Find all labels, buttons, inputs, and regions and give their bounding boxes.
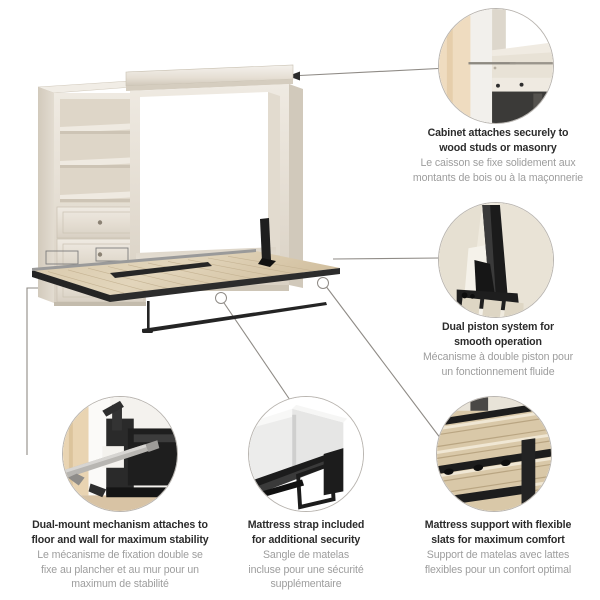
cabinet-inner-right-wall [268, 92, 280, 255]
caption-dual-piston-fr-1: Mécanisme à double piston pour [422, 351, 574, 363]
caption-wall-mount-fr-2: montants de bois ou à la maçonnerie [412, 171, 584, 184]
bed-front-rail [32, 270, 110, 302]
cabinet-right-side [289, 84, 303, 288]
murphy-bed-cabinet [125, 64, 303, 293]
callout-mattress-strap [248, 396, 364, 512]
caption-mattress-strap: Mattress strap included for additional s… [228, 518, 384, 592]
mattress-strap-icon [249, 397, 363, 511]
slat-support-rails [437, 401, 551, 511]
caption-flexible-slats-fr-2: flexibles pour un confort optimal [424, 563, 572, 576]
shelf-base-shadow [54, 302, 146, 306]
shelf-left-side [38, 87, 54, 303]
wood-slats-icon [437, 397, 551, 511]
caption-flexible-slats: Mattress support with flexible slats for… [396, 518, 600, 577]
caption-mattress-strap-en-1: Mattress strap included [247, 519, 365, 531]
floor-wall-bracket-icon [63, 397, 177, 511]
callout-wall-mount [438, 8, 554, 124]
caption-wall-mount-en-1: Cabinet attaches securely to [427, 127, 569, 139]
piston-mechanism-icon [439, 203, 553, 317]
caption-mattress-strap-fr-1: Sangle de matelas [262, 549, 350, 561]
caption-dual-piston-en-2: smooth operation [454, 336, 542, 348]
shelf-boards [60, 123, 140, 202]
screw-shaft [64, 440, 160, 486]
caption-dual-mount: Dual-mount mechanism attaches to floor a… [4, 518, 236, 592]
bed-support-leg [142, 301, 327, 333]
caption-wall-mount: Cabinet attaches securely to wood studs … [398, 126, 598, 185]
product-illustration [32, 64, 340, 333]
drawer-knob-1 [97, 220, 103, 225]
caption-flexible-slats-en-2: slats for maximum comfort [431, 534, 565, 546]
bed-platform [32, 218, 340, 333]
callout-dual-mount [62, 396, 178, 512]
drawer-1 [56, 206, 145, 239]
crown-molding-underside [126, 79, 293, 91]
bed-right-rail [110, 268, 340, 302]
caption-mattress-strap-en-2: for additional security [251, 534, 361, 546]
caption-flexible-slats-en-1: Mattress support with flexible [424, 519, 572, 531]
bed-deck-edge [32, 249, 256, 271]
caption-wall-mount-en-2: wood studs or masonry [439, 142, 557, 154]
bed-head-rails [45, 247, 129, 265]
caption-wall-mount-fr-1: Le caisson se fixe solidement aux [420, 157, 576, 169]
caption-dual-mount-fr-1: Le mécanisme de fixation double se [37, 549, 203, 561]
drawer-knob-2 [97, 252, 103, 257]
shelf-interior-back [60, 99, 140, 203]
callout-flexible-slats [436, 396, 552, 512]
caption-dual-mount-fr-2: fixe au plancher et au mur pour un [41, 563, 199, 576]
cabinet-wall-anchor-icon [439, 9, 553, 123]
caption-mattress-strap-fr-2: incluse pour une sécurité [248, 563, 364, 576]
caption-flexible-slats-fr-1: Support de matelas avec lattes [426, 549, 570, 561]
caption-dual-mount-en-1: Dual-mount mechanism attaches to [32, 519, 208, 531]
caption-dual-mount-en-2: floor and wall for maximum stability [31, 534, 209, 546]
callout-dual-piston [438, 202, 554, 318]
caption-dual-piston: Dual piston system for smooth operation … [398, 320, 598, 379]
bed-slats [47, 256, 321, 294]
caption-dual-piston-en-1: Dual piston system for [442, 321, 554, 333]
bed-center-divider [110, 262, 212, 278]
caption-mattress-strap-fr-3: supplémentaire [270, 578, 342, 590]
caption-dual-mount-fr-3: maximum de stabilité [71, 578, 169, 590]
caption-dual-piston-fr-2: un fonctionnement fluide [441, 365, 555, 378]
cabinet-interior-cavity [140, 92, 268, 261]
bed-piston-arm [258, 218, 276, 267]
